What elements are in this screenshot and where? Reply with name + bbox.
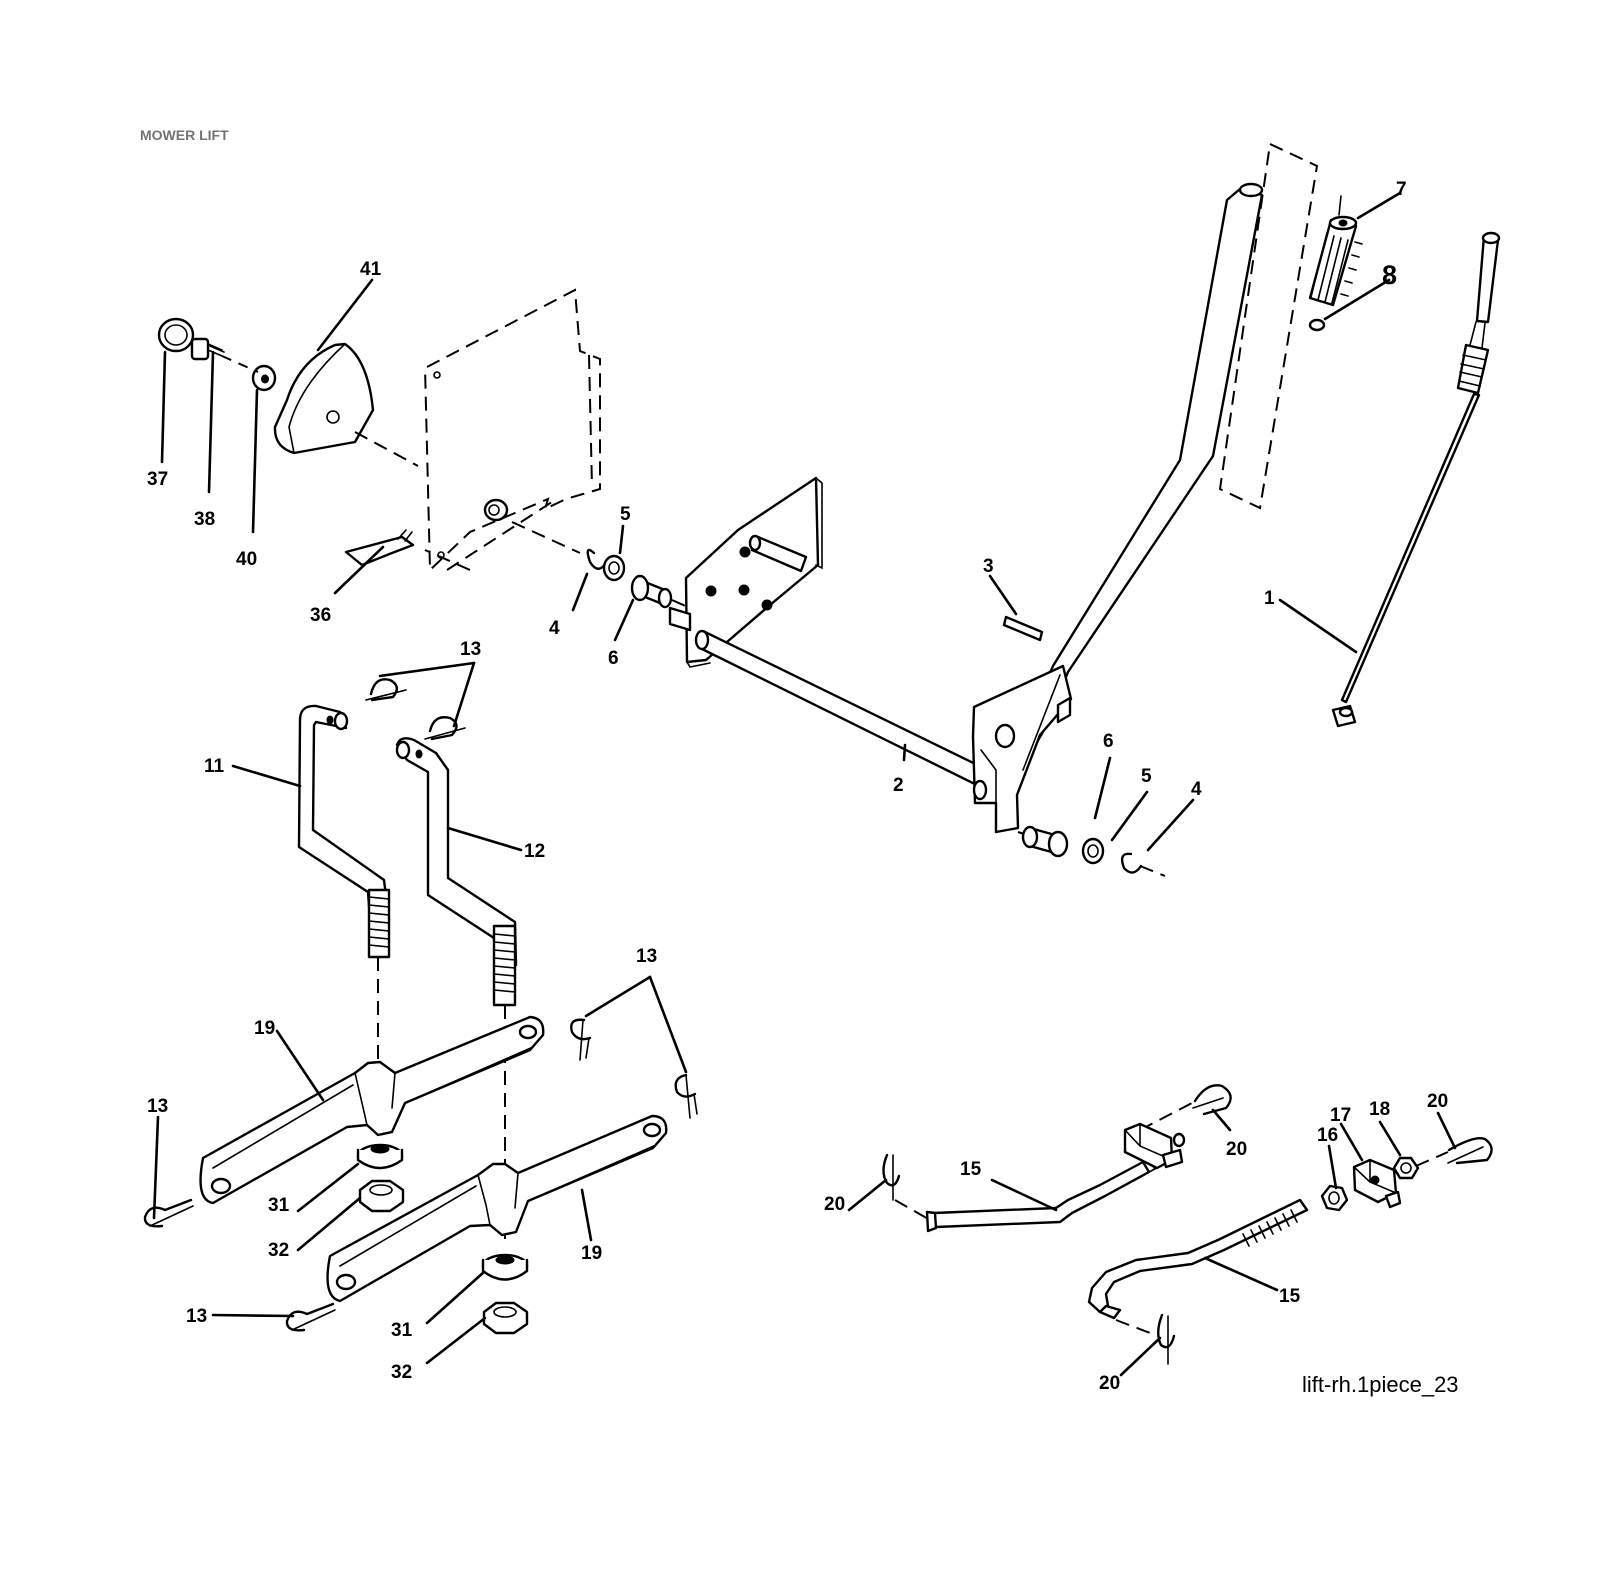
part-7-handle-grip (1308, 215, 1363, 307)
part-4-e-ring-right (1120, 852, 1143, 874)
callout-6-left: 6 (608, 648, 619, 669)
part-15-lift-rod-upper (925, 1151, 1169, 1233)
part-11-lift-link (297, 704, 391, 959)
panel-bushing (483, 498, 509, 522)
part-5-washer-right (1081, 837, 1105, 865)
callout-4-right: 4 (1191, 779, 1202, 800)
callout-13-right: 13 (636, 946, 657, 967)
lift-plate (684, 476, 823, 668)
part-13-hair-pin-top-1 (365, 678, 407, 702)
part-19-lift-arm-upper (199, 1015, 545, 1205)
part-6-bushing-left (630, 574, 673, 609)
part-32-nut-upper (358, 1179, 405, 1213)
part-20-hair-pin-2 (882, 1153, 901, 1201)
part-31-washer-upper (356, 1143, 404, 1170)
part-32-nut-lower (482, 1301, 529, 1335)
callout-labels: 41 37 38 40 36 4 5 6 3 7 8 1 2 6 5 4 13 … (147, 179, 1448, 1394)
part-16-nut (1320, 1184, 1349, 1212)
callout-1: 1 (1264, 588, 1275, 609)
part-3-key (1002, 615, 1044, 642)
callout-7: 7 (1396, 179, 1407, 200)
part-13-hair-pin-left-2 (285, 1302, 336, 1332)
callout-19-lower: 19 (581, 1243, 602, 1264)
callout-15-lower: 15 (1279, 1286, 1301, 1307)
part-31-washer-lower (481, 1253, 529, 1281)
part-17-swivel-upper (1123, 1122, 1186, 1170)
part-36-spring-clip (344, 529, 415, 567)
callout-18: 18 (1369, 1099, 1390, 1120)
part-13-hair-pin-right-2 (674, 1073, 698, 1119)
callout-6-right: 6 (1103, 731, 1114, 752)
part-13-hair-pin-right-1 (570, 1018, 592, 1061)
handle-grip-dashed (1218, 142, 1319, 510)
part-18-nut (1392, 1156, 1420, 1180)
leader-lines (152, 191, 1457, 1377)
callout-32-lower: 32 (391, 1362, 412, 1383)
part-20-hair-pin-1 (1192, 1084, 1232, 1116)
part-37-clamp (157, 317, 195, 353)
callout-5-left: 5 (620, 504, 631, 525)
callout-4-left: 4 (549, 618, 560, 639)
callout-13-left: 13 (147, 1096, 168, 1117)
part-13-hair-pin-top-2 (424, 716, 466, 741)
part-38-bolt (190, 337, 225, 361)
part-19-lift-arm-lower (326, 1114, 668, 1303)
callout-20-right: 20 (1427, 1091, 1448, 1112)
part-1-lift-rod (1331, 231, 1501, 728)
header-text: MOWER LIFT (140, 127, 229, 143)
part-20-hair-pin-4 (1447, 1136, 1493, 1165)
frame-panel-dashed (424, 288, 601, 573)
part-8-insert (1308, 318, 1326, 332)
part-20-hair-pin-3 (1157, 1313, 1176, 1365)
part-5-washer-left (602, 554, 626, 582)
part-41-lift-bracket (273, 342, 375, 455)
callout-5-right: 5 (1141, 766, 1152, 787)
callout-40: 40 (236, 549, 257, 570)
part-6-bushing-right (1021, 825, 1069, 858)
lift-handle (971, 182, 1264, 834)
callout-38: 38 (194, 509, 215, 530)
callout-41: 41 (360, 259, 382, 280)
callout-20-left: 20 (824, 1194, 845, 1215)
callout-13-top: 13 (460, 639, 481, 660)
part-4-e-ring-left (586, 548, 608, 570)
callout-20-upper: 20 (1226, 1139, 1247, 1160)
callout-36: 36 (310, 605, 331, 626)
diagram-caption: lift-rh.1piece_23 (1302, 1372, 1459, 1397)
callout-17: 17 (1330, 1105, 1351, 1126)
callout-20-bottom: 20 (1099, 1373, 1120, 1394)
part-12-lift-link (395, 737, 518, 1007)
callout-13-bottom: 13 (186, 1306, 207, 1327)
part-40-washer (251, 364, 277, 392)
callout-32-upper: 32 (268, 1240, 289, 1261)
callout-16: 16 (1317, 1125, 1338, 1146)
callout-12: 12 (524, 841, 545, 862)
callout-2: 2 (893, 775, 904, 796)
callout-31-lower: 31 (391, 1320, 413, 1341)
callout-3: 3 (983, 556, 994, 577)
part-15-lift-rod-lower (1087, 1198, 1309, 1320)
callout-31-upper: 31 (268, 1195, 290, 1216)
callout-19-upper: 19 (254, 1018, 275, 1039)
part-13-hair-pin-left-1 (143, 1198, 194, 1228)
callout-15-upper: 15 (960, 1159, 982, 1180)
callout-8: 8 (1382, 260, 1397, 290)
callout-37: 37 (147, 469, 168, 490)
callout-11: 11 (204, 756, 225, 777)
part-17-swivel-lower (1352, 1158, 1402, 1209)
